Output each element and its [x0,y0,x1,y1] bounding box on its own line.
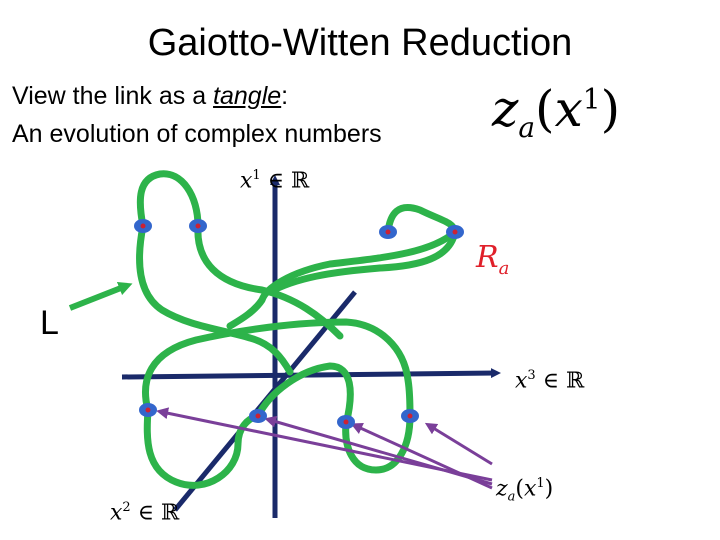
strand-upper [226,204,459,330]
pointer-3 [350,423,493,490]
x2-rel: ∈ ℝ [137,500,180,526]
link-arrow [68,282,133,311]
x2-var: x [110,500,123,526]
intro-suffix: : [281,82,289,110]
points-close-paren: ) [544,476,554,502]
points-sub: a [507,489,516,505]
x1-rel: ∈ ℝ [267,168,310,194]
formula-arg: x [554,80,583,138]
x1-axis-label: x1 ∈ ℝ [240,168,309,193]
strand-lower-left [142,318,414,420]
endpoint-dots [134,219,464,429]
x3-sup: 3 [527,368,536,383]
formula-open-paren: ( [535,80,555,138]
strand-loop [135,222,294,376]
formula-sub: a [518,111,536,144]
x3-rel: ∈ ℝ [542,368,585,394]
intro-line-1: View the link as a tangle: [12,82,288,111]
endpoint-dot [189,219,207,233]
intro-prefix: View the link as a [12,82,214,110]
formula-sup: 1 [582,82,601,116]
region-label: Ra [476,240,509,279]
point-pointers [156,407,493,490]
x3-var: x [515,368,528,394]
endpoint-dot [337,415,355,429]
region-sub: a [498,258,510,279]
region-base: R [476,240,499,275]
pointer-2 [264,415,493,486]
x3-axis-label: x3 ∈ ℝ [515,368,584,393]
headline-formula: za(x1) [492,80,620,144]
points-open-paren: ( [515,476,524,502]
slide-title: Gaiotto-Witten Reduction [147,22,573,64]
formula-base: z [492,80,519,138]
endpoint-dot [134,219,152,233]
tangle-emphasis: tangle [213,82,282,110]
points-arg: x [523,476,537,502]
points-sup: 1 [536,476,545,491]
endpoint-dot [401,409,419,423]
strand-middle [266,228,459,296]
x1-sup: 1 [252,168,261,183]
x2-sup: 2 [122,500,131,515]
points-label: za(x1) [496,476,553,505]
endpoint-dot [379,225,397,239]
x1-var: x [240,168,253,194]
pointer-4 [424,422,493,466]
link-label: L [40,304,59,342]
x2-axis-label: x2 ∈ ℝ [110,500,179,525]
formula-close-paren: ) [600,80,621,138]
intro-line-2: An evolution of complex numbers [12,120,382,148]
endpoint-dot [249,409,267,423]
points-base: z [496,476,508,502]
endpoint-dot [446,225,464,239]
endpoint-dot [139,403,157,417]
